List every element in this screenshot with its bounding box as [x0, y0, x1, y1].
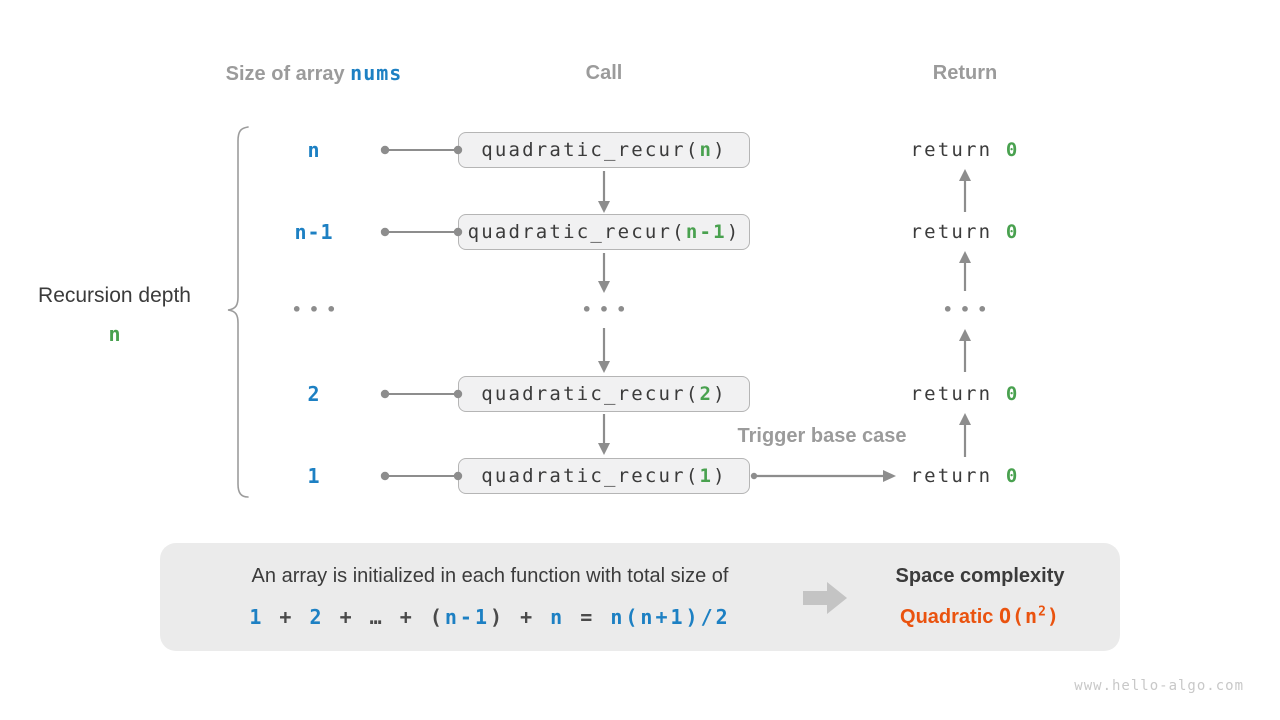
call-text: quadratic_recur( — [481, 139, 700, 161]
space-complexity-title: Space complexity — [895, 565, 1065, 587]
formula-op: + — [264, 605, 310, 629]
call-box-1: quadratic_recur(1) — [458, 458, 750, 494]
return-value: 0 — [1005, 383, 1020, 405]
call-text-close: ) — [713, 383, 727, 405]
return-statement: return 0 — [865, 381, 1065, 407]
formula-op: + — [505, 605, 551, 629]
call-arg: n-1 — [685, 221, 727, 243]
return-keyword: return — [910, 221, 1006, 243]
return-statement: return 0 — [865, 137, 1065, 163]
summary-formula: 1 + 2 + … + (n-1) + n = n(n+1)/2 — [180, 603, 800, 631]
call-text: quadratic_recur( — [481, 383, 700, 405]
summary-sentence: An array is initialized in each function… — [251, 565, 729, 587]
call-arg: 2 — [699, 383, 714, 405]
call-text-close: ) — [713, 465, 727, 487]
size-label-n: n — [307, 138, 321, 162]
size-label-1: 1 — [307, 464, 321, 488]
call-text: quadratic_recur( — [467, 221, 686, 243]
size-label-n-1: n-1 — [294, 220, 334, 244]
size-of-array-header: Size of array nums — [154, 60, 474, 86]
call-header: Call — [585, 62, 623, 84]
nums-code-label: nums — [350, 61, 403, 85]
return-statement: return 0 — [865, 463, 1065, 489]
formula-paren: ( — [429, 605, 445, 629]
big-o-notation: O(n2) — [998, 604, 1060, 628]
formula-term: 2 — [309, 605, 325, 629]
formula-result: n(n+1)/2 — [610, 605, 731, 629]
call-box-n: quadratic_recur(n) — [458, 132, 750, 168]
watermark: www.hello-algo.com — [1074, 678, 1244, 694]
call-ellipsis: ••• — [581, 300, 634, 319]
trigger-base-case-label: Trigger base case — [737, 425, 907, 447]
call-arg: 1 — [699, 465, 714, 487]
recursion-depth-brace — [227, 126, 249, 498]
formula-equals: = — [565, 605, 611, 629]
return-value: 0 — [1005, 465, 1020, 487]
call-box-n-1: quadratic_recur(n-1) — [458, 214, 750, 250]
call-text-close: ) — [713, 139, 727, 161]
formula-term: n — [550, 605, 566, 629]
call-box-2: quadratic_recur(2) — [458, 376, 750, 412]
space-complexity-result: Quadratic O(n2) — [850, 601, 1110, 631]
formula-paren: ) — [490, 605, 506, 629]
return-keyword: return — [910, 383, 1006, 405]
call-text-close: ) — [726, 221, 741, 243]
return-value: 0 — [1005, 221, 1020, 243]
call-arg: n — [699, 139, 714, 161]
formula-term: 1 — [249, 605, 265, 629]
complexity-name: Quadratic — [900, 606, 999, 628]
return-value: 0 — [1005, 139, 1020, 161]
return-keyword: return — [910, 139, 1006, 161]
size-label-ellipsis: ••• — [291, 300, 344, 319]
formula-ellipsis: … — [369, 605, 385, 629]
return-ellipsis: ••• — [942, 300, 995, 319]
recursion-depth-value: n — [108, 322, 121, 346]
formula-term: n-1 — [444, 605, 490, 629]
size-of-array-header-text: Size of array — [225, 63, 351, 85]
call-text: quadratic_recur( — [481, 465, 700, 487]
return-header: Return — [932, 62, 998, 84]
size-label-2: 2 — [307, 382, 321, 406]
return-statement: return 0 — [865, 219, 1065, 245]
recursion-depth-label: Recursion depth — [38, 284, 191, 307]
summary-panel: An array is initialized in each function… — [160, 543, 1120, 651]
formula-op: + — [384, 605, 430, 629]
formula-op: + — [324, 605, 370, 629]
return-keyword: return — [910, 465, 1006, 487]
